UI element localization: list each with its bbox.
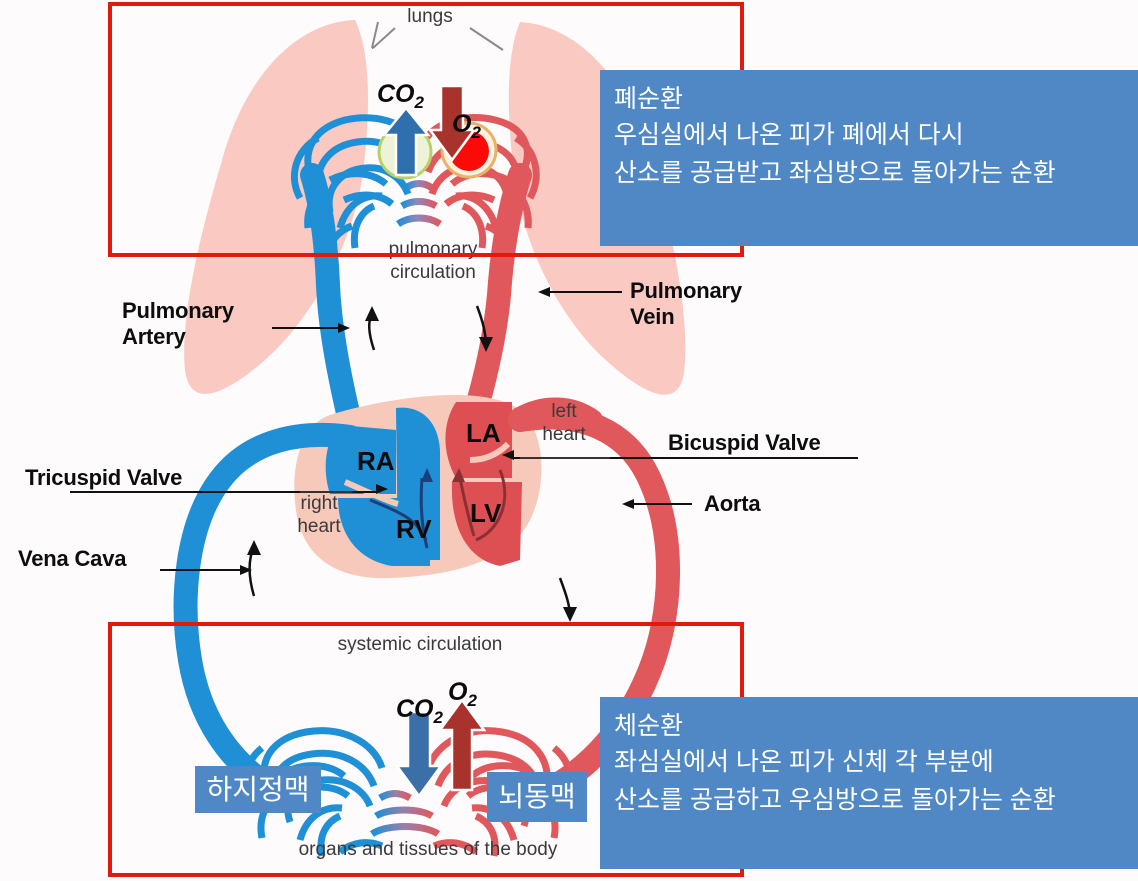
- callout-bicuspid-valve: Bicuspid Valve: [668, 430, 821, 455]
- callout-vena-cava: Vena Cava: [18, 546, 127, 571]
- tag-cerebral-artery: 뇌동맥: [487, 772, 587, 822]
- lungs-shape: [184, 20, 686, 395]
- lungs-label: lungs: [407, 6, 453, 27]
- pulmonary-annotation-line2: 산소를 공급받고 좌심방으로 돌아가는 순환: [614, 159, 1056, 187]
- chamber-label-rv: RV: [396, 514, 432, 544]
- pulmonary-vein-vessel: [458, 163, 532, 442]
- aortic-arch: [509, 397, 603, 431]
- body-o2-text: O: [448, 678, 468, 706]
- chamber-label-lv: LV: [470, 498, 502, 528]
- right-heart-flow-arrow: [369, 468, 433, 549]
- chamber-label-la: LA: [466, 418, 501, 448]
- callout-pulmonary-artery: Pulmonary Artery: [122, 298, 234, 349]
- callout-pulmonary-vein: Pulmonary Vein: [630, 278, 742, 329]
- chamber-label-ra: RA: [357, 446, 395, 476]
- callout-aorta: Aorta: [704, 491, 761, 516]
- body-o2-label: O2: [448, 678, 477, 711]
- body-o2-up-arrow-icon: [437, 697, 487, 792]
- rv-outflow: [396, 407, 440, 560]
- body-o2-subscript: 2: [467, 691, 477, 710]
- systemic-circulation-annotation-panel: 체순환 좌심실에서 나온 피가 신체 각 부분에 산소를 공급하고 우심방으로 …: [600, 697, 1138, 869]
- left-heart-label: left heart: [542, 401, 586, 445]
- lung-o2-subscript: 2: [471, 123, 481, 142]
- systemic-flow-arrows: [247, 305, 577, 622]
- pulmonary-annotation-title: 폐순환: [614, 85, 684, 113]
- callout-tricuspid-valve: Tricuspid Valve: [25, 465, 183, 490]
- lung-co2-text: CO: [377, 80, 415, 108]
- callout-leader-lines: [70, 287, 858, 575]
- systemic-annotation-line1: 좌심실에서 나온 피가 신체 각 부분에: [614, 748, 994, 776]
- vena-cava-vessel: [173, 423, 362, 798]
- pulmonary-circulation-annotation-panel: 폐순환 우심실에서 나온 피가 폐에서 다시 산소를 공급받고 좌심방으로 돌아…: [600, 70, 1138, 246]
- o2-down-arrow-icon: [427, 84, 477, 163]
- pulmonary-annotation-line1: 우심실에서 나온 피가 폐에서 다시: [614, 121, 964, 149]
- lung-o2-text: O: [452, 110, 472, 138]
- left-atrium-chamber: [445, 402, 512, 478]
- co2-up-arrow-icon: [381, 106, 431, 177]
- body-co2-down-arrow-icon: [394, 710, 444, 799]
- body-co2-text: CO: [396, 695, 434, 723]
- lung-o2-label: O2: [452, 110, 481, 143]
- lung-co2-subscript: 2: [414, 93, 424, 112]
- lung-co2-label: CO2: [377, 80, 424, 113]
- systemic-annotation-title: 체순환: [614, 712, 684, 740]
- body-co2-subscript: 2: [433, 708, 443, 727]
- lungs-leader-lines: [371, 21, 504, 51]
- systemic-circulation-label: systemic circulation: [337, 634, 503, 655]
- organs-tissues-label: organs and tissues of the body: [298, 839, 558, 860]
- body-co2-label: CO2: [396, 695, 443, 728]
- tag-leg-vein: 하지정맥: [195, 766, 321, 813]
- right-heart-label: right heart: [297, 493, 341, 537]
- left-heart-flow-arrow: [452, 468, 507, 542]
- systemic-annotation-line2: 산소를 공급하고 우심방으로 돌아가는 순환: [614, 786, 1056, 814]
- pulmonary-artery-vessel: [300, 163, 364, 442]
- valve-leaflets: [343, 441, 511, 507]
